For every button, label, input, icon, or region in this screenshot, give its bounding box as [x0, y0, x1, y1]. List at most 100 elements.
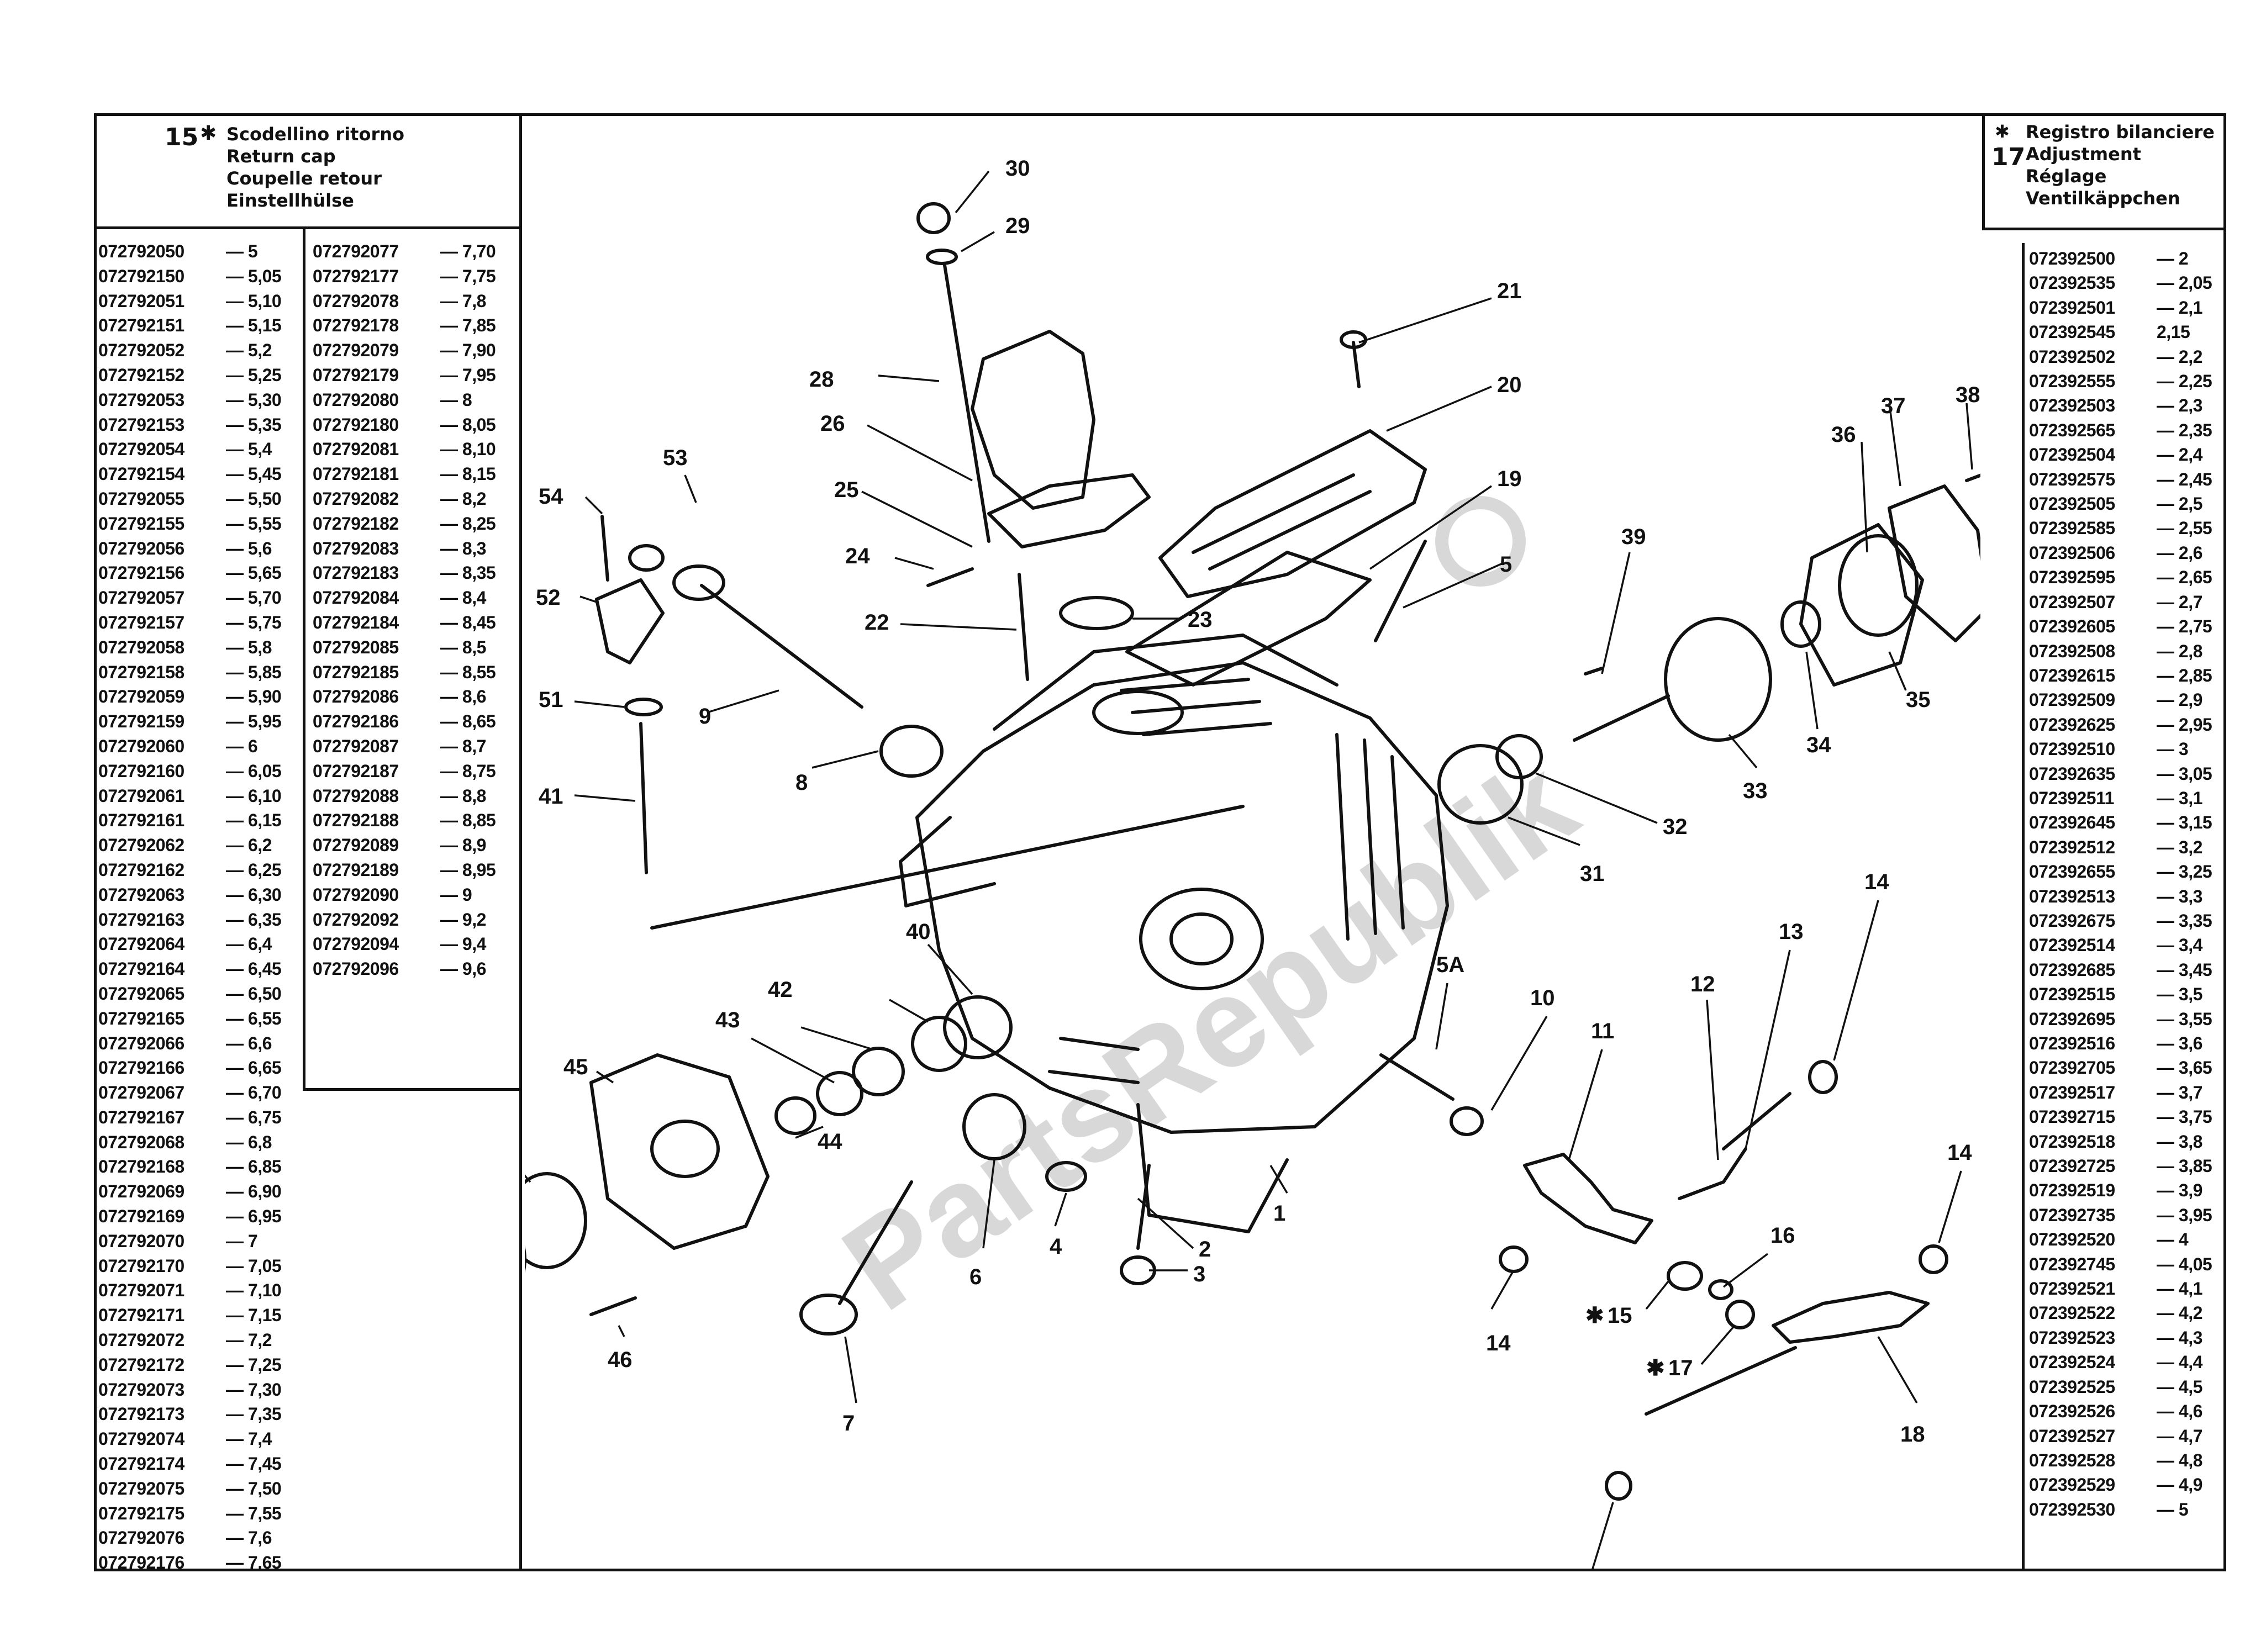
size-row: 072792153— 5,35: [98, 413, 303, 437]
part-code: 072392545: [2029, 322, 2115, 342]
part-code: 072392527: [2029, 1426, 2115, 1446]
size-value: — 2,35: [2157, 420, 2212, 440]
size-row: 072792078— 7,8: [313, 289, 517, 314]
part-code: 072392520: [2029, 1229, 2115, 1250]
size-value: — 5,70: [226, 588, 282, 608]
part-code: 072392530: [2029, 1499, 2115, 1519]
part-code: 072792164: [98, 959, 185, 979]
size-row: 072792173— 7,35: [98, 1402, 303, 1427]
part-code: 072792175: [98, 1503, 185, 1523]
size-value: — 8,9: [440, 835, 486, 856]
size-row: 072792160— 6,05: [98, 759, 303, 784]
part-code: 072792068: [98, 1132, 185, 1152]
size-value: — 5,85: [226, 662, 282, 682]
part-code: 072792058: [98, 637, 185, 657]
cover-45: [589, 1053, 770, 1250]
size-value: — 3,4: [2157, 935, 2202, 956]
callout-30: 30: [1005, 156, 1030, 181]
callout-16: 16: [1770, 1223, 1795, 1248]
size-value: — 5,75: [226, 612, 282, 632]
part-code: 072792188: [313, 810, 399, 831]
size-row: 072792163— 6,35: [98, 907, 303, 932]
size-value: — 5,55: [226, 513, 282, 534]
part-code: 072792182: [313, 513, 399, 534]
part-code: 072392735: [2029, 1205, 2115, 1225]
part-code: 072392528: [2029, 1450, 2115, 1470]
part-code: 072392605: [2029, 616, 2115, 637]
size-row: 072792076— 7,6: [98, 1526, 303, 1550]
callout-labels: 30 29 28 26 25 24 21 20 19 53 54 52 22 2…: [536, 156, 1980, 1447]
part-code: 072792061: [98, 785, 185, 806]
callout-51: 51: [539, 688, 563, 712]
size-row: 072792088 — 8,8: [313, 784, 517, 809]
size-row: 072792069— 6,90: [98, 1179, 303, 1204]
size-row: 072792067— 6,70: [98, 1080, 303, 1105]
size-value: — 5,6: [226, 538, 272, 558]
size-value: — 5,4: [226, 439, 272, 460]
spring-12: [1678, 1147, 1747, 1200]
part-code: 072392508: [2029, 641, 2115, 661]
intake-manifold: [971, 330, 1095, 510]
part-code: 072392524: [2029, 1352, 2115, 1373]
part-code: 072792088: [313, 785, 399, 806]
callout-40: 40: [906, 920, 931, 944]
size-value: — 6,70: [226, 1083, 282, 1103]
size-value: — 2,65: [2157, 567, 2212, 588]
size-value: — 5: [2157, 1499, 2189, 1519]
size-value: — 5: [226, 241, 258, 261]
size-value: — 5,30: [226, 389, 282, 410]
washer-14c: [1919, 1244, 1948, 1274]
size-value: — 3,25: [2157, 862, 2212, 882]
size-row: 072792168— 6,85: [98, 1154, 303, 1179]
size-value: 2,15: [2157, 322, 2190, 342]
part-code: 072792059: [98, 687, 185, 707]
part-code: 072792165: [98, 1008, 185, 1028]
size-value: — 7,6: [226, 1528, 272, 1548]
size-row: 072792056— 5,6: [98, 536, 303, 561]
size-value: — 8,95: [440, 859, 496, 880]
leader-lines: [525, 170, 1973, 1569]
size-value: — 3,65: [2157, 1058, 2212, 1078]
part-code: 072792084: [313, 588, 399, 608]
size-value: — 7,50: [226, 1478, 282, 1498]
header-line-de: Ventilkäppchen: [2026, 188, 2180, 209]
size-row: 072792182— 8,25: [313, 511, 517, 536]
part-code: 072392645: [2029, 812, 2115, 833]
part-code: 072792053: [98, 389, 185, 410]
size-row: 072792185— 8,55: [313, 660, 517, 685]
size-value: — 8,15: [440, 464, 496, 484]
cap-6: [962, 1093, 1026, 1160]
size-row: 072792070— 7: [98, 1229, 303, 1254]
part-code: 072792055: [98, 488, 185, 509]
callout-25: 25: [834, 478, 859, 502]
part-code: 072792057: [98, 588, 185, 608]
asterisk-mark: ✱: [200, 122, 217, 145]
part-code: 072792174: [98, 1454, 185, 1474]
part-code: 072792081: [313, 439, 399, 460]
size-value: — 6,65: [226, 1058, 282, 1078]
size-value: — 5,15: [226, 315, 282, 336]
part-code: 072392514: [2029, 935, 2115, 956]
size-value: — 6,25: [226, 859, 282, 880]
size-row: 072792054— 5,4: [98, 437, 303, 462]
part-code: 072392525: [2029, 1376, 2115, 1397]
size-row: 072392575— 2,45: [2029, 467, 2212, 492]
size-row: 072392529— 4,9: [2029, 1472, 2212, 1497]
size-row: 072792089— 8,9: [313, 833, 517, 858]
callout-7: 7: [842, 1411, 855, 1435]
callout-38: 38: [1956, 383, 1980, 407]
part-code: 072392526: [2029, 1401, 2115, 1422]
callout-53: 53: [663, 446, 688, 470]
callout-20: 20: [1497, 373, 1522, 397]
size-row: 072792172— 7,25: [98, 1353, 303, 1377]
size-row: 072792057 — 5,70: [98, 585, 303, 610]
part-code: 072792153: [98, 414, 185, 435]
size-row: 072792052— 5,2: [98, 338, 303, 363]
part-code: 072792180: [313, 414, 399, 435]
size-row: 072792152— 5,25: [98, 363, 303, 388]
size-row: 072392518— 3,8: [2029, 1130, 2212, 1154]
size-value: — 8,35: [440, 563, 496, 583]
size-value: — 4: [2157, 1229, 2189, 1250]
size-value: — 8,8: [440, 785, 486, 806]
